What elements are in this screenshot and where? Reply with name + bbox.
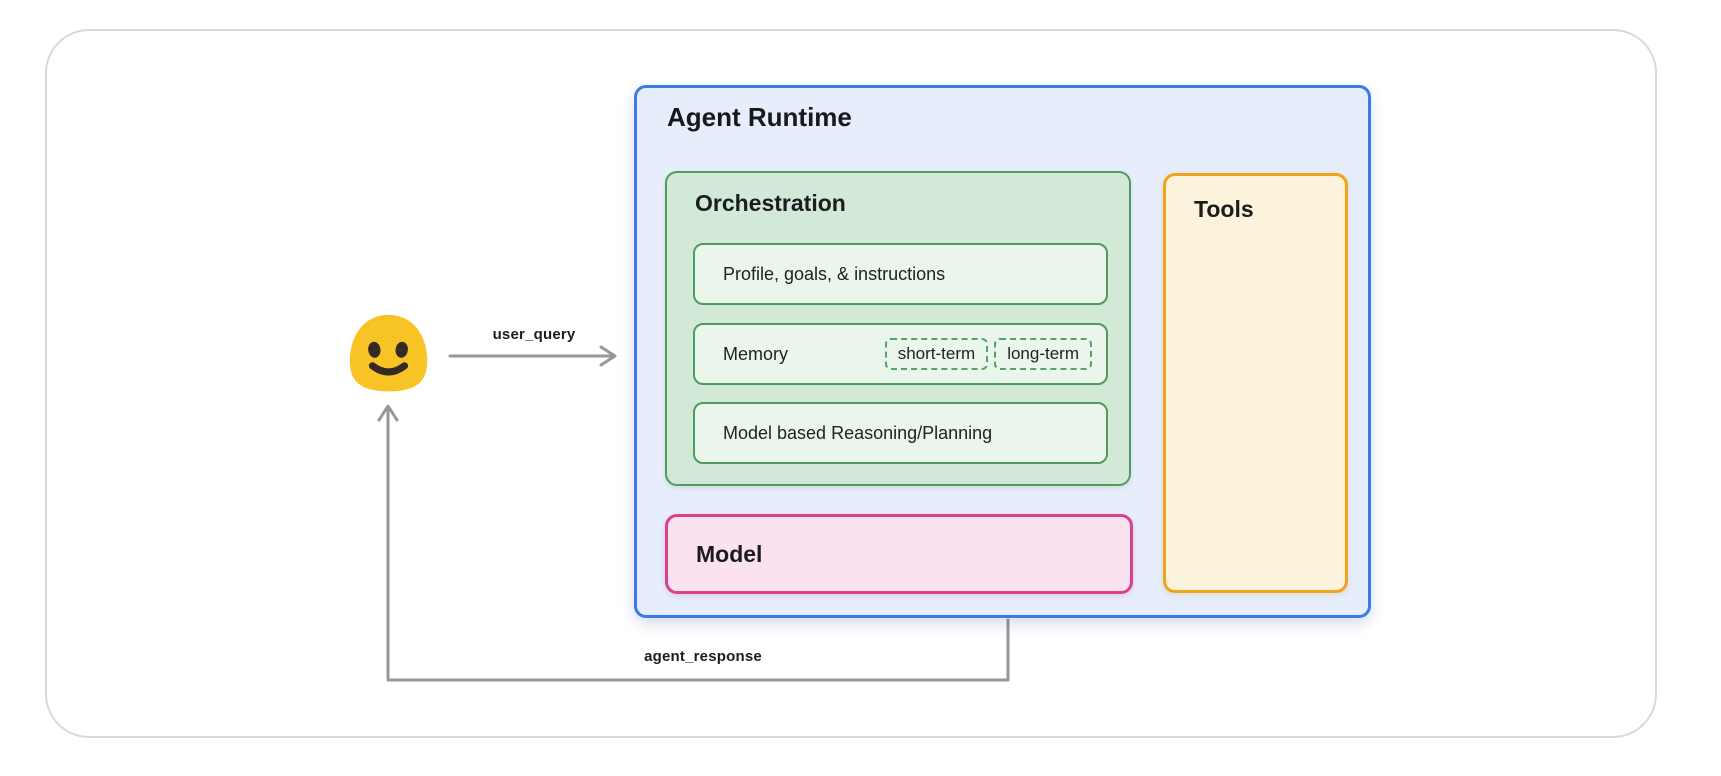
tools-title: Tools: [1194, 196, 1254, 222]
user-query-label: user_query: [492, 326, 576, 343]
memory-box: Memory short-term long-term: [693, 323, 1108, 385]
model-based-reasoning-planning-label: Model based Reasoning/Planning: [723, 422, 993, 443]
agent-runtime-title: Agent Runtime: [667, 102, 852, 132]
orchestration-box: Orchestration Profile, goals, & instruct…: [665, 171, 1131, 486]
agent-response-label: agent_response: [644, 648, 762, 665]
smiley-blob-icon: [349, 314, 428, 392]
model-based-reasoning-planning-box: Model based Reasoning/Planning: [693, 402, 1108, 464]
profile-goals-instructions-box: Profile, goals, & instructions: [693, 243, 1108, 305]
profile-goals-instructions-label: Profile, goals, & instructions: [723, 263, 946, 284]
model-box: Model: [665, 514, 1133, 594]
model-title: Model: [696, 540, 763, 567]
user-emoji: [341, 312, 436, 397]
memory-label: Memory: [723, 343, 789, 364]
agent-runtime-box: Agent Runtime Orchestration Profile, goa…: [634, 85, 1371, 618]
memory-chip-group: short-term long-term: [884, 338, 1092, 370]
tools-box: Tools: [1163, 173, 1348, 593]
orchestration-title: Orchestration: [695, 190, 846, 216]
short-term-chip: short-term: [884, 338, 989, 370]
long-term-chip: long-term: [994, 338, 1092, 370]
